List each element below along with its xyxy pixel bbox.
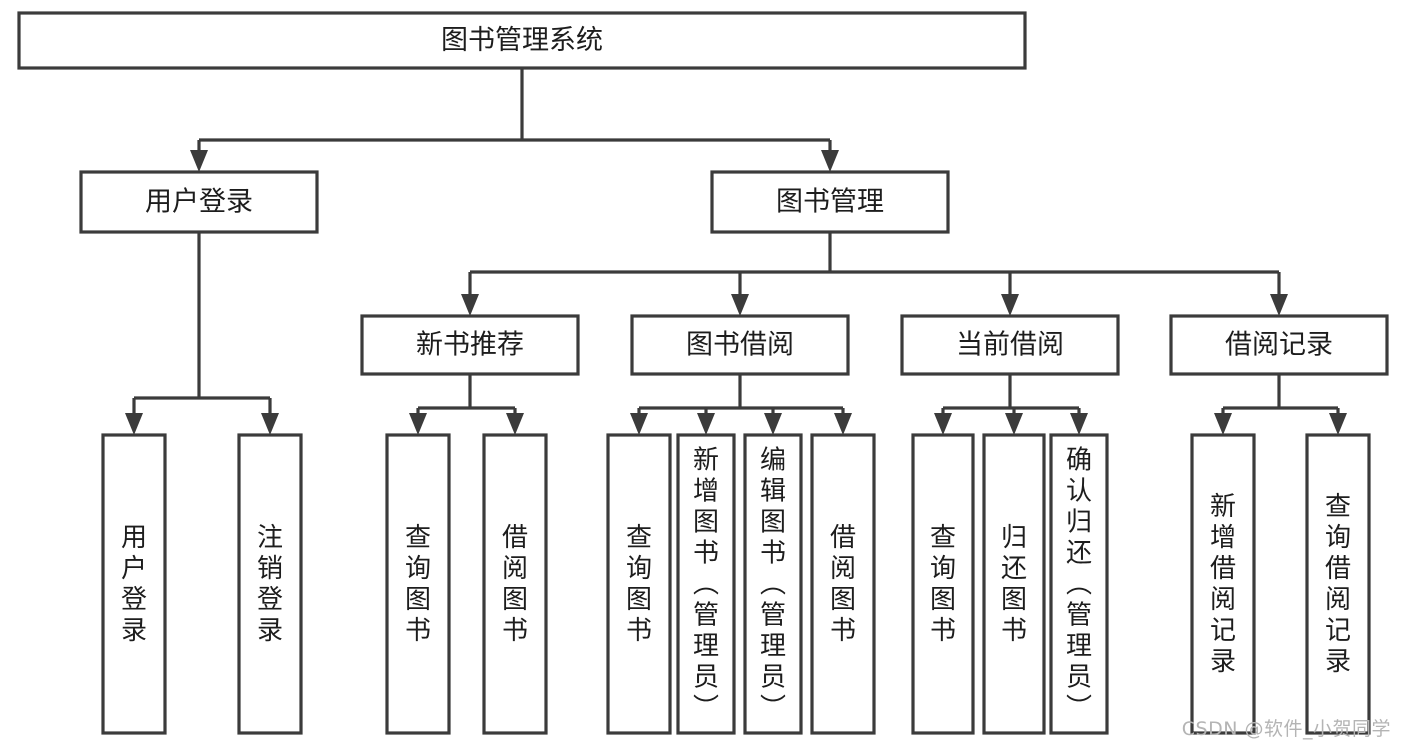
node-label: 用户登录: [145, 187, 253, 218]
node-box: [900, 314, 1120, 376]
node-label: 借阅图书: [502, 523, 528, 646]
arrow-icon: [125, 413, 143, 435]
arrow-icon: [630, 413, 648, 435]
node-edit-book-admin[interactable]: 编辑图书︵管理员︶: [743, 433, 803, 735]
node-label: 图书借阅: [686, 330, 794, 361]
node-logout[interactable]: 注销登录: [237, 433, 303, 735]
node-box: [1190, 433, 1256, 735]
connector-root-to-level2: [190, 68, 839, 172]
node-box: [676, 433, 736, 735]
node-label: 借阅记录: [1225, 330, 1333, 361]
node-box: [606, 433, 672, 735]
arrow-icon: [1001, 294, 1019, 316]
node-label: 归还图书: [1001, 523, 1027, 646]
node-label: 新增图书︵管理员︶: [693, 446, 719, 724]
node-book-borrowing[interactable]: 图书借阅: [630, 314, 850, 376]
node-user-login[interactable]: 用户登录: [101, 433, 167, 735]
node-query-book[interactable]: 查询图书: [911, 433, 975, 735]
node-return-book[interactable]: 归还图书: [982, 433, 1046, 735]
node-label: 编辑图书︵管理员︶: [760, 446, 786, 724]
node-box: [911, 433, 975, 735]
node-label: 确认归还︵管理员︶: [1066, 446, 1092, 724]
node-box: [360, 314, 580, 376]
node-label: 注销登录: [257, 523, 283, 646]
node-box: [630, 314, 850, 376]
node-box: [1305, 433, 1371, 735]
arrow-icon: [764, 413, 782, 435]
arrow-icon: [1270, 294, 1288, 316]
arrow-icon: [1070, 413, 1088, 435]
node-box: [1169, 314, 1389, 376]
arrow-icon: [461, 294, 479, 316]
node-current-borrowing[interactable]: 当前借阅: [900, 314, 1120, 376]
connector-current-borrow-to-leaves: [934, 374, 1088, 435]
connector-borrow-record-to-leaves: [1214, 374, 1347, 435]
node-box: [982, 433, 1046, 735]
node-library-management-system[interactable]: 图书管理系统: [17, 11, 1027, 70]
node-label: 用户登录: [121, 523, 147, 646]
node-box: [710, 170, 950, 234]
arrow-icon: [1329, 413, 1347, 435]
node-label: 查询图书: [930, 523, 956, 646]
connector-new-book-to-leaves: [409, 374, 524, 435]
node-borrow-book[interactable]: 借阅图书: [482, 433, 548, 735]
arrow-icon: [1005, 413, 1023, 435]
node-add-borrowing-record[interactable]: 新增借阅记录: [1190, 433, 1256, 735]
arrow-icon: [934, 413, 952, 435]
node-label: 图书管理系统: [441, 25, 603, 56]
node-book-management[interactable]: 图书管理: [710, 170, 950, 234]
node-box: [385, 433, 451, 735]
arrow-icon: [697, 413, 715, 435]
node-borrowing-record[interactable]: 借阅记录: [1169, 314, 1389, 376]
arrow-icon: [821, 150, 839, 172]
node-box: [79, 170, 319, 234]
node-label: 查询图书: [626, 523, 652, 646]
node-query-borrowing-record[interactable]: 查询借阅记录: [1305, 433, 1371, 735]
node-new-book-recommendation[interactable]: 新书推荐: [360, 314, 580, 376]
nodes-layer: 图书管理系统用户登录图书管理新书推荐图书借阅当前借阅借阅记录用户登录注销登录查询…: [17, 11, 1389, 735]
node-box: [237, 433, 303, 735]
arrow-icon: [1214, 413, 1232, 435]
node-box: [482, 433, 548, 735]
node-add-book-admin[interactable]: 新增图书︵管理员︶: [676, 433, 736, 735]
connectors-layer: [125, 68, 1347, 435]
node-user-login[interactable]: 用户登录: [79, 170, 319, 234]
node-query-book[interactable]: 查询图书: [606, 433, 672, 735]
node-box: [1049, 433, 1109, 735]
arrow-icon: [190, 150, 208, 172]
arrow-icon: [506, 413, 524, 435]
node-query-book[interactable]: 查询图书: [385, 433, 451, 735]
node-label: 图书管理: [776, 187, 884, 218]
node-box: [17, 11, 1027, 70]
connector-book-management-to-level3: [461, 232, 1288, 316]
arrow-icon: [834, 413, 852, 435]
connector-book-borrow-to-leaves: [630, 374, 852, 435]
node-box: [810, 433, 876, 735]
node-confirm-return-admin[interactable]: 确认归还︵管理员︶: [1049, 433, 1109, 735]
node-box: [101, 433, 167, 735]
node-label: 查询借阅记录: [1325, 492, 1351, 677]
arrow-icon: [731, 294, 749, 316]
connector-user-login-to-leaves: [125, 232, 279, 435]
node-label: 当前借阅: [956, 330, 1064, 361]
node-label: 新书推荐: [416, 330, 524, 361]
node-label: 新增借阅记录: [1210, 492, 1236, 677]
node-borrow-book[interactable]: 借阅图书: [810, 433, 876, 735]
node-label: 查询图书: [405, 523, 431, 646]
arrow-icon: [261, 413, 279, 435]
node-label: 借阅图书: [830, 523, 856, 646]
arrow-icon: [409, 413, 427, 435]
node-box: [743, 433, 803, 735]
